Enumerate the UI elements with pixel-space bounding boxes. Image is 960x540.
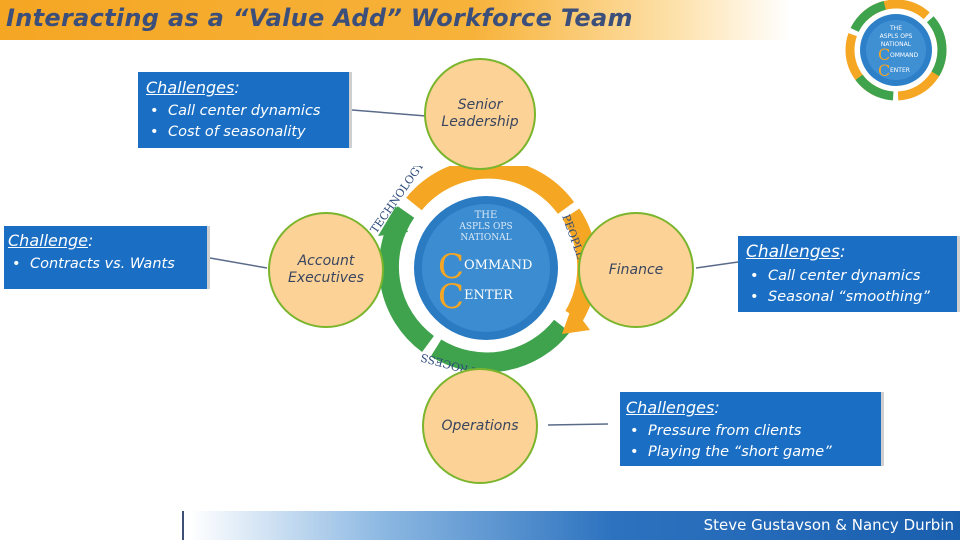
- logo-letter-c2: C: [438, 277, 464, 317]
- connector-right: [695, 261, 739, 269]
- small-logo: THE ASPLS OPS NATIONAL C OMMAND C ENTER: [845, 0, 947, 101]
- node-senior-leadership-label: Senior Leadership: [441, 97, 519, 130]
- node-account-executives: Account Executives: [268, 212, 384, 328]
- connector-top: [351, 109, 427, 117]
- title-bar: Interacting as a “Value Add” Workforce T…: [0, 0, 790, 40]
- footer-divider: [182, 511, 184, 540]
- node-account-executives-label: Account Executives: [288, 253, 364, 286]
- connector-left: [209, 257, 268, 269]
- svg-text:THE: THE: [889, 25, 902, 32]
- challenge-item: Seasonal “smoothing”: [746, 287, 949, 308]
- logo-word-command: OMMAND: [464, 258, 532, 273]
- challenge-box-top: Challenges: Call center dynamics Cost of…: [138, 72, 352, 148]
- logo-word-center: ENTER: [464, 288, 514, 303]
- challenge-box-bottom: Challenges: Pressure from clients Playin…: [620, 392, 884, 466]
- challenge-box-top-heading: Challenges:: [146, 78, 240, 97]
- svg-text:ENTER: ENTER: [890, 67, 910, 74]
- footer-bar: Steve Gustavson & Nancy Durbin: [190, 511, 960, 540]
- connector-bottom: [547, 423, 609, 426]
- svg-text:OMMAND: OMMAND: [890, 52, 919, 59]
- challenge-box-left: Challenge: Contracts vs. Wants: [4, 226, 210, 289]
- challenge-item: Cost of seasonality: [146, 122, 341, 143]
- svg-text:C: C: [878, 61, 890, 80]
- node-operations: Operations: [422, 368, 538, 484]
- footer-authors: Steve Gustavson & Nancy Durbin: [703, 516, 954, 534]
- slide-title: Interacting as a “Value Add” Workforce T…: [6, 4, 633, 32]
- challenge-item: Contracts vs. Wants: [8, 254, 203, 275]
- ring-arc-bottom: [430, 319, 570, 373]
- node-finance-label: Finance: [608, 261, 664, 278]
- svg-text:NATIONAL: NATIONAL: [881, 41, 912, 48]
- command-center-logo: TECHNOLOGY PEOPLE PROCESS THE ASPLS OPS …: [368, 166, 598, 378]
- challenge-box-bottom-heading: Challenges:: [626, 398, 720, 417]
- challenge-box-right-heading: Challenges:: [746, 242, 846, 262]
- svg-text:ASPLS OPS: ASPLS OPS: [880, 33, 913, 40]
- challenge-item: Pressure from clients: [626, 421, 875, 442]
- svg-text:NATIONAL: NATIONAL: [460, 233, 511, 243]
- challenge-item: Call center dynamics: [146, 101, 341, 122]
- logo-letter-c1: C: [438, 247, 464, 287]
- svg-text:THE: THE: [475, 210, 498, 221]
- svg-text:C: C: [878, 45, 890, 64]
- node-operations-label: Operations: [441, 417, 519, 434]
- challenge-box-left-heading: Challenge:: [8, 231, 94, 250]
- challenge-item: Playing the “short game”: [626, 442, 875, 463]
- svg-text:ASPLS OPS: ASPLS OPS: [458, 222, 512, 232]
- node-senior-leadership: Senior Leadership: [424, 58, 536, 170]
- challenge-item: Call center dynamics: [746, 266, 949, 287]
- challenge-box-right: Challenges: Call center dynamics Seasona…: [738, 236, 960, 312]
- node-finance: Finance: [578, 212, 694, 328]
